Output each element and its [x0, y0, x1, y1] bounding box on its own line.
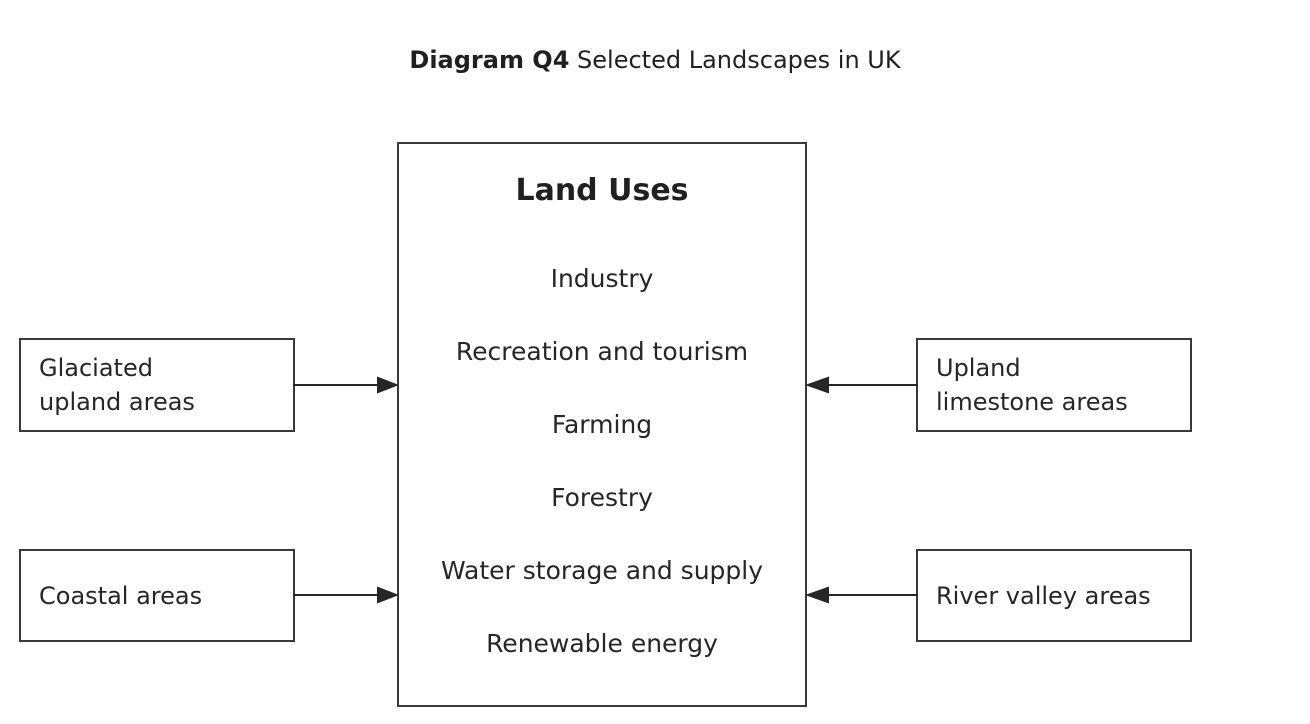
arrow-glaciated-to-land-uses [293, 373, 399, 397]
land-use-item: Forestry [551, 483, 653, 512]
landscape-label-upland-limestone-areas: Upland limestone areas [936, 354, 1128, 416]
arrow-upland-limestone-to-land-uses [805, 373, 918, 397]
landscape-box-river-valley-areas: River valley areas [916, 549, 1192, 642]
land-use-item: Farming [551, 410, 653, 439]
land-use-item: Renewable energy [486, 629, 718, 658]
arrow-coastal-to-land-uses [293, 583, 399, 607]
landscape-box-upland-limestone-areas: Upland limestone areas [916, 338, 1192, 432]
diagram-title-rest: Selected Landscapes in UK [569, 46, 901, 74]
landscape-box-coastal-areas: Coastal areas [19, 549, 295, 642]
diagram-title-prefix: Diagram Q4 [409, 46, 570, 74]
landscape-label-glaciated-upland-areas: Glaciated upland areas [39, 354, 195, 416]
arrow-river-valley-to-land-uses [805, 583, 918, 607]
landscape-box-glaciated-upland-areas: Glaciated upland areas [19, 338, 295, 432]
land-uses-box: Land Uses Industry Recreation and touris… [397, 142, 807, 707]
diagram-title: Diagram Q4 Selected Landscapes in UK [0, 43, 1310, 77]
land-uses-list: Industry Recreation and tourism Farming … [399, 262, 805, 661]
land-use-item: Industry [550, 264, 654, 293]
landscape-label-river-valley-areas: River valley areas [936, 581, 1151, 610]
land-use-item: Water storage and supply [440, 556, 764, 585]
land-use-item: Recreation and tourism [455, 337, 749, 366]
land-uses-heading: Land Uses [515, 173, 689, 208]
landscape-label-coastal-areas: Coastal areas [39, 581, 203, 610]
